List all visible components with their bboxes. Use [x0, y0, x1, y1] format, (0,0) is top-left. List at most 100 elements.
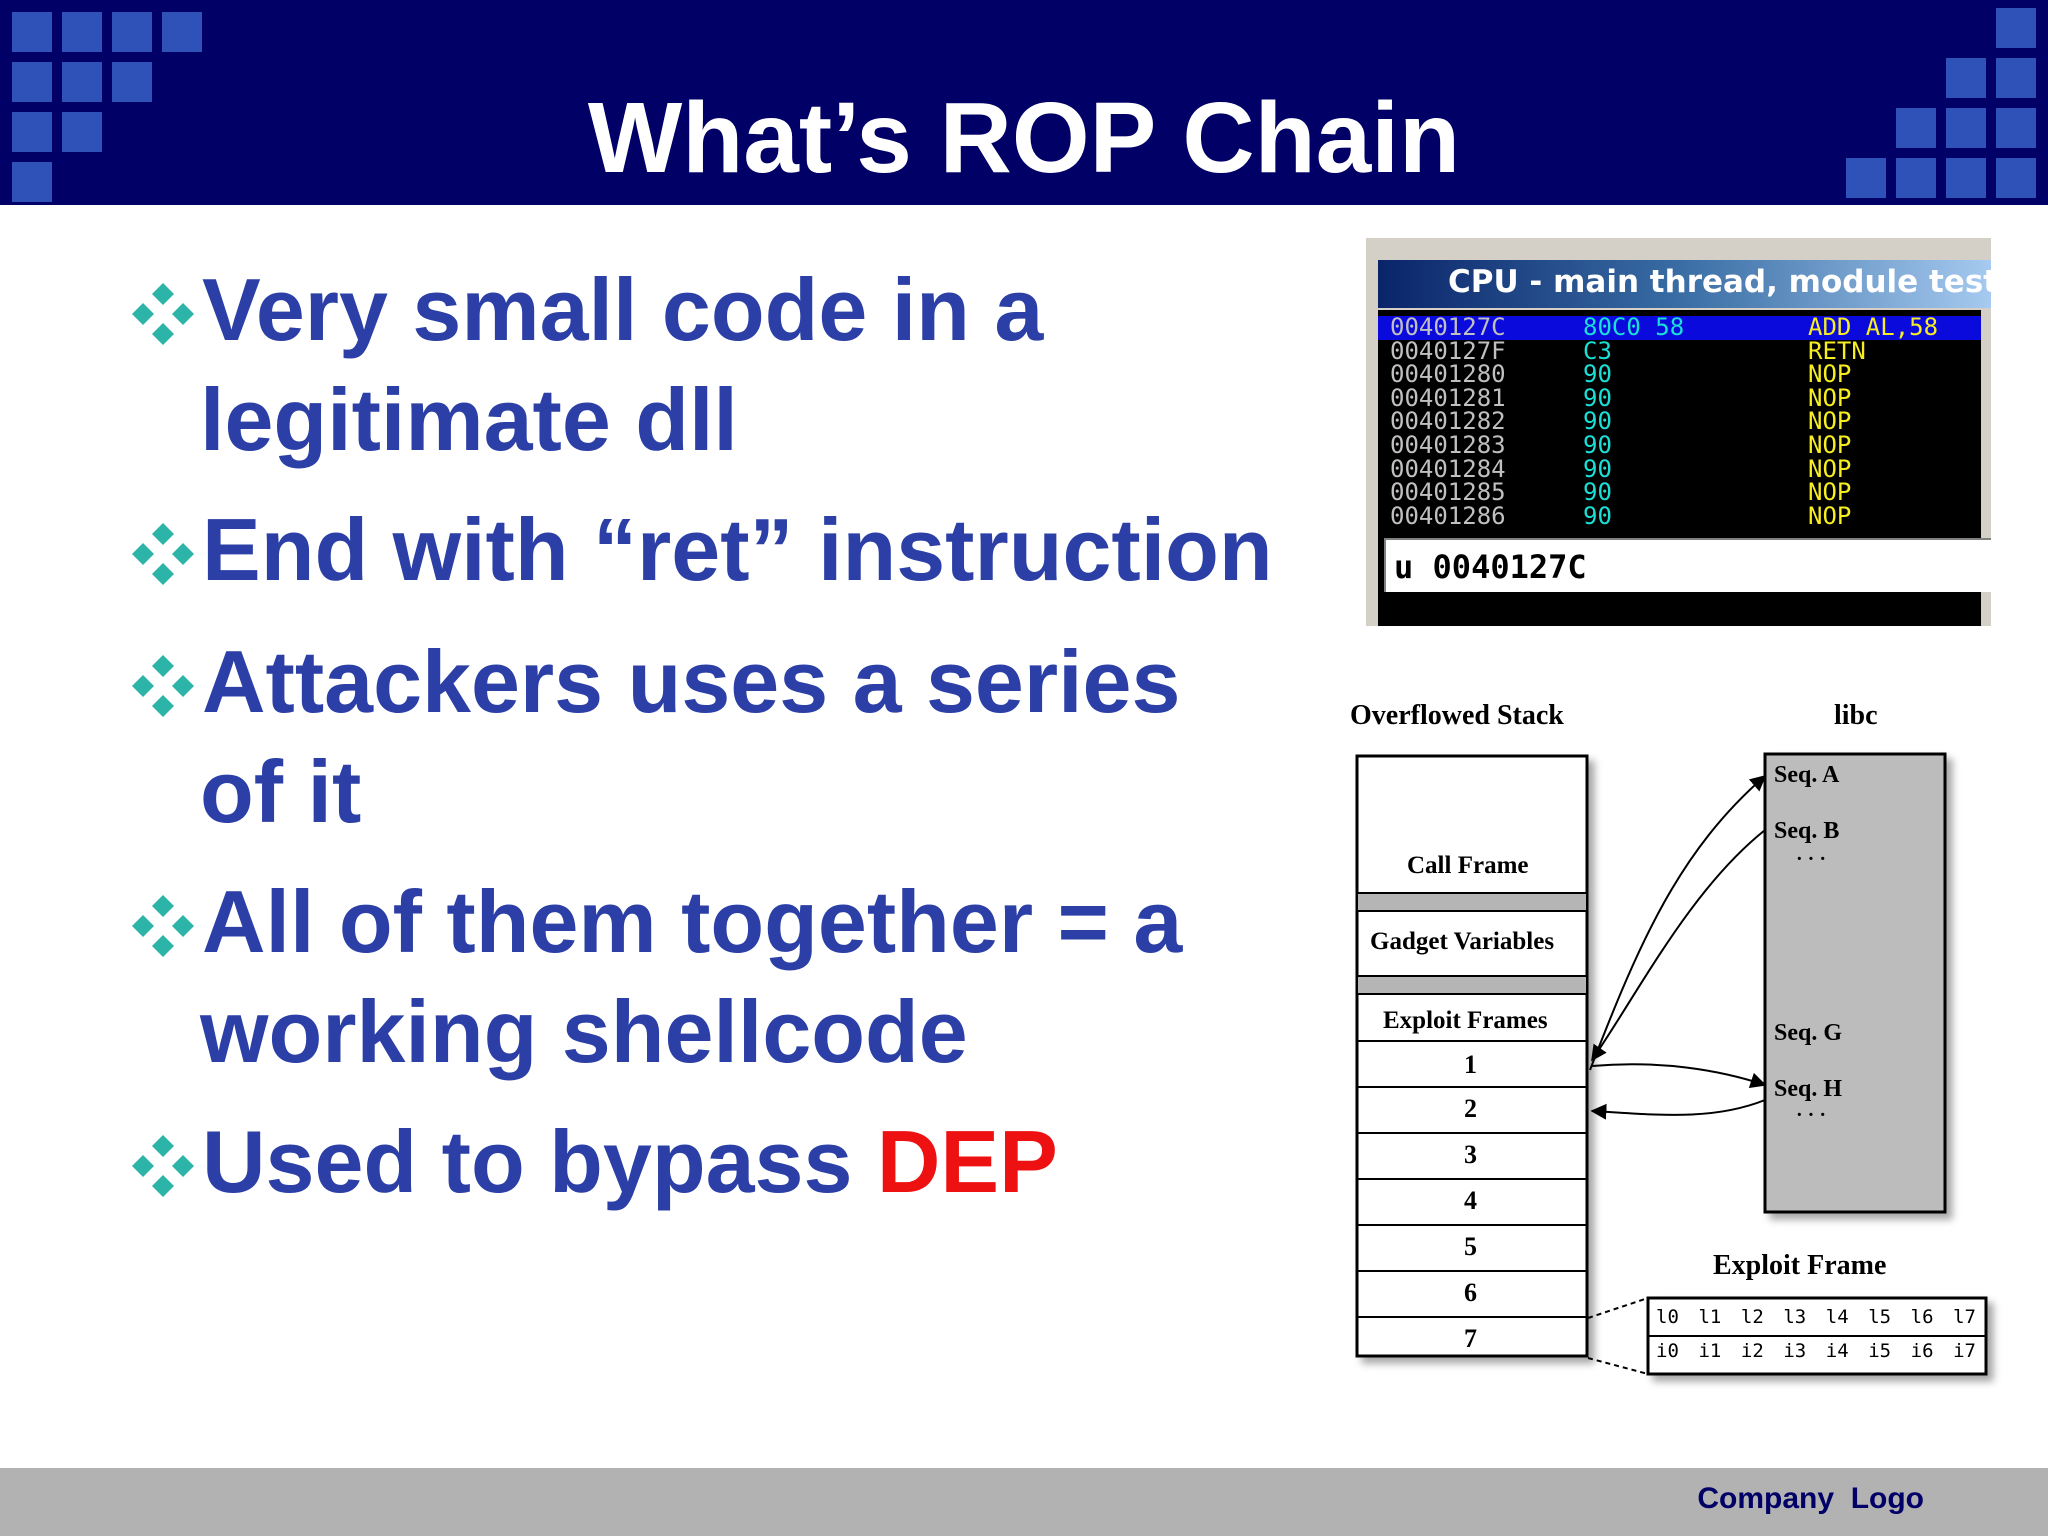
- register-label: i1: [1698, 1340, 1722, 1362]
- header-decor-square: [1846, 158, 1886, 198]
- disasm-hex: 90: [1583, 478, 1612, 507]
- header-decor-square: [112, 12, 152, 52]
- disasm-hex: 90: [1583, 407, 1612, 436]
- dep-highlight: DEP: [876, 1112, 1058, 1211]
- disasm-hex: 90: [1583, 501, 1612, 530]
- register-label: i6: [1910, 1340, 1934, 1362]
- disasm-hex: 90: [1583, 360, 1612, 389]
- disasm-address: 00401281: [1390, 383, 1506, 412]
- header-decor-square: [12, 62, 52, 102]
- disasm-address: 00401280: [1390, 360, 1506, 389]
- register-label: i3: [1783, 1340, 1807, 1362]
- diamond-bullet-icon: [132, 523, 194, 585]
- register-label: l4: [1825, 1306, 1849, 1328]
- header-decor-square: [1896, 108, 1936, 148]
- exploit-frames-label: Exploit Frames: [1383, 1007, 1548, 1034]
- debugger-title-bar: CPU - main thread, module testshel: [1378, 260, 1991, 308]
- bullet-text: Attackers uses a series: [202, 632, 1181, 731]
- disasm-address: 00401285: [1390, 478, 1506, 507]
- disassembly-row: 00401285 90 NOP: [1378, 478, 1981, 507]
- disassembly-row: 00401286 90 NOP: [1378, 501, 1981, 530]
- exploit-frame-row: l0 l1 l2 l3 l4 l5 l6 l7: [1656, 1306, 1976, 1332]
- stack-separator-band: [1356, 975, 1588, 995]
- header-decor-square: [12, 12, 52, 52]
- exploit-frame-title: Exploit Frame: [1713, 1250, 1887, 1281]
- disasm-instruction: NOP: [1808, 383, 1852, 412]
- header-decor-square: [1996, 58, 2036, 98]
- debugger-screenshot: CPU - main thread, module testshel 00401…: [1366, 238, 1991, 626]
- bullet-text: legitimate dll: [200, 370, 738, 469]
- slide-footer: Company Logo: [0, 1468, 2048, 1536]
- header-decor-square: [1946, 158, 1986, 198]
- header-decor-square: [62, 112, 102, 152]
- disasm-hex: 90: [1583, 383, 1612, 412]
- disasm-hex: 90: [1583, 431, 1612, 459]
- header-decor-square: [62, 62, 102, 102]
- register-label: i7: [1953, 1340, 1976, 1362]
- disasm-instruction: NOP: [1808, 501, 1852, 530]
- command-line-text: u 0040127C: [1394, 548, 1587, 586]
- call-frame-label: Call Frame: [1407, 852, 1529, 879]
- rop-diagram-lines: [1355, 752, 1988, 1376]
- bullet-text-prefix: Used to bypass: [202, 1112, 877, 1211]
- libc-ellipsis: · · ·: [1796, 848, 1827, 870]
- register-label: i2: [1740, 1340, 1764, 1362]
- diamond-bullet-icon: [132, 283, 194, 345]
- disasm-hex: C3: [1583, 336, 1612, 365]
- register-label: i0: [1656, 1340, 1679, 1362]
- register-label: l3: [1783, 1306, 1807, 1328]
- bullet-text: All of them together = a: [202, 872, 1183, 971]
- libc-title: libc: [1834, 700, 1878, 731]
- disasm-instruction: NOP: [1808, 431, 1852, 459]
- header-decor-square: [12, 162, 52, 202]
- bullet-text: Used to bypass DEP: [202, 1107, 1058, 1217]
- slide-header: What’s ROP Chain: [0, 0, 2048, 205]
- diamond-bullet-icon: [132, 655, 194, 717]
- disassembly-row: 0040127C 80C0 58 ADD AL,58: [1378, 313, 1981, 341]
- disassembly-row: 00401284 90 NOP: [1378, 454, 1981, 483]
- flow-arrow: [1591, 1063, 1767, 1089]
- disasm-instruction: ADD AL,58: [1808, 313, 1939, 341]
- disasm-instruction: NOP: [1808, 360, 1852, 389]
- diamond-bullet-icon: [132, 895, 194, 957]
- stack-frame-number: 3: [1464, 1140, 1477, 1169]
- flow-arrow: [1591, 829, 1766, 1062]
- bullet-text: working shellcode: [200, 982, 968, 1081]
- libc-seq-label: Seq. H: [1774, 1076, 1843, 1102]
- register-label: l5: [1868, 1306, 1892, 1328]
- disasm-hex: 90: [1583, 454, 1612, 483]
- header-decor-square: [1896, 158, 1936, 198]
- header-decor-square: [1946, 108, 1986, 148]
- stack-frame-number: 5: [1464, 1232, 1477, 1261]
- dashed-connector: [1587, 1357, 1649, 1375]
- flow-arrow: [1590, 1099, 1766, 1120]
- libc-box: [1763, 752, 1947, 1214]
- stack-separator-band: [1356, 892, 1588, 912]
- slide-title: What’s ROP Chain: [587, 82, 1461, 194]
- gadget-variables-label: Gadget Variables: [1370, 928, 1555, 955]
- disasm-address: 00401284: [1390, 454, 1506, 483]
- disasm-instruction: RETN: [1808, 336, 1866, 365]
- disasm-address: 0040127C: [1390, 313, 1506, 341]
- bullet-text: End with “ret” instruction: [202, 500, 1273, 599]
- header-decor-square: [162, 12, 202, 52]
- libc-seq-label: Seq. G: [1774, 1020, 1843, 1046]
- disasm-address: 00401283: [1390, 431, 1506, 459]
- libc-seq-label: Seq. B: [1774, 818, 1840, 844]
- header-decor-square: [1996, 8, 2036, 48]
- disassembly-row: 0040127F C3 RETN: [1378, 336, 1981, 365]
- stack-frame-number: 4: [1464, 1186, 1477, 1215]
- header-decor-square: [62, 12, 102, 52]
- header-decor-square: [112, 62, 152, 102]
- debugger-title: CPU - main thread, module testshel: [1448, 264, 1991, 300]
- header-decor-square: [1996, 158, 2036, 198]
- libc-seq-label: Seq. A: [1774, 762, 1840, 788]
- bullet-text: of it: [200, 742, 362, 841]
- register-label: l7: [1953, 1306, 1976, 1328]
- command-line-field: u 0040127C: [1384, 538, 1991, 592]
- disasm-instruction: NOP: [1808, 478, 1852, 507]
- company-logo-text: Company Logo: [1697, 1482, 1924, 1515]
- overflowed-stack-title: Overflowed Stack: [1350, 700, 1564, 731]
- bullet-text: Very small code in a: [202, 260, 1044, 359]
- disasm-hex: 80C0 58: [1583, 313, 1685, 341]
